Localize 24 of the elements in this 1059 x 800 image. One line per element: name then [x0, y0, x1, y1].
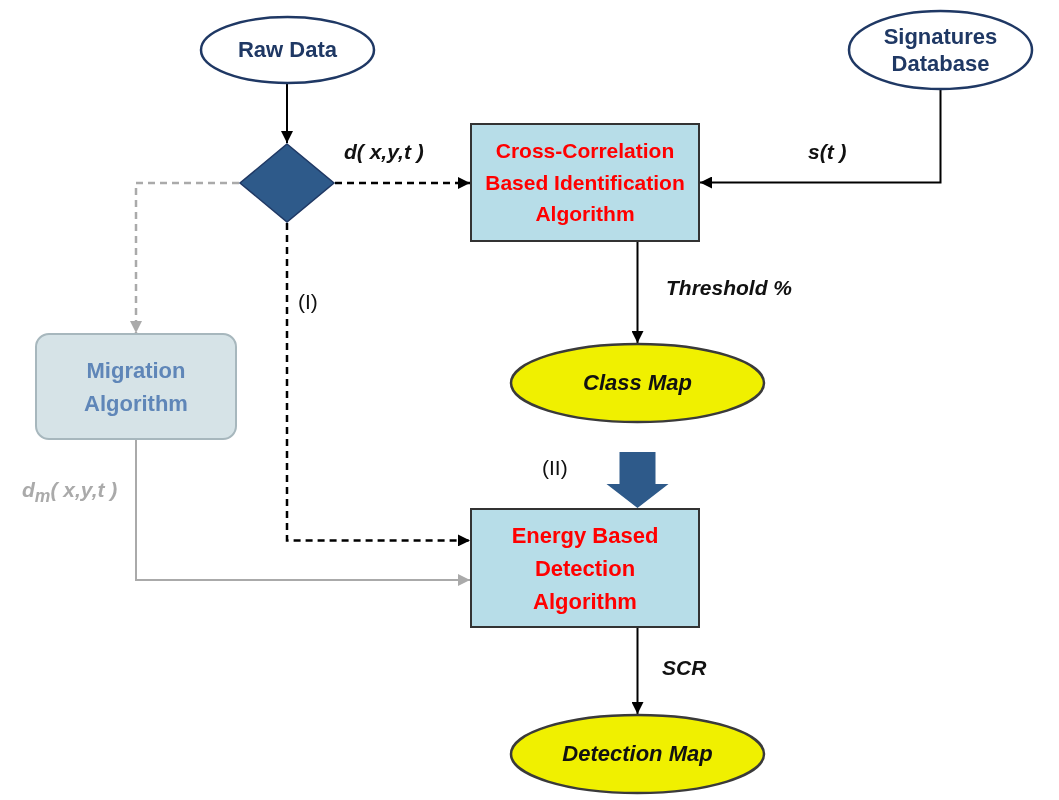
terminal-ellipse	[848, 10, 1033, 90]
decision-diamond	[239, 143, 335, 223]
terminal-ellipse	[200, 16, 375, 84]
arrow	[335, 177, 470, 189]
process-box	[35, 333, 237, 440]
output-ellipse	[510, 343, 765, 423]
output-ellipse	[510, 714, 765, 794]
block-arrow	[606, 452, 669, 508]
node-label: Raw Data	[237, 36, 337, 64]
node-label: Class Map	[583, 369, 692, 397]
arrow	[631, 241, 644, 344]
arrow	[285, 223, 470, 547]
node-label: Signatures Database	[882, 22, 999, 78]
node-label: Detection Map	[562, 740, 713, 768]
arrow	[135, 439, 471, 586]
arrow	[699, 89, 942, 189]
node-label: Migration Algorithm	[83, 356, 189, 418]
arrow	[631, 627, 644, 715]
process-box	[470, 508, 700, 628]
arrow	[281, 83, 293, 144]
process-box	[470, 123, 700, 242]
node-label: Cross-Correlation Based Identification Algorithm	[484, 138, 686, 228]
arrow	[130, 181, 239, 333]
node-label: Energy Based Detection Algorithm	[510, 521, 660, 616]
